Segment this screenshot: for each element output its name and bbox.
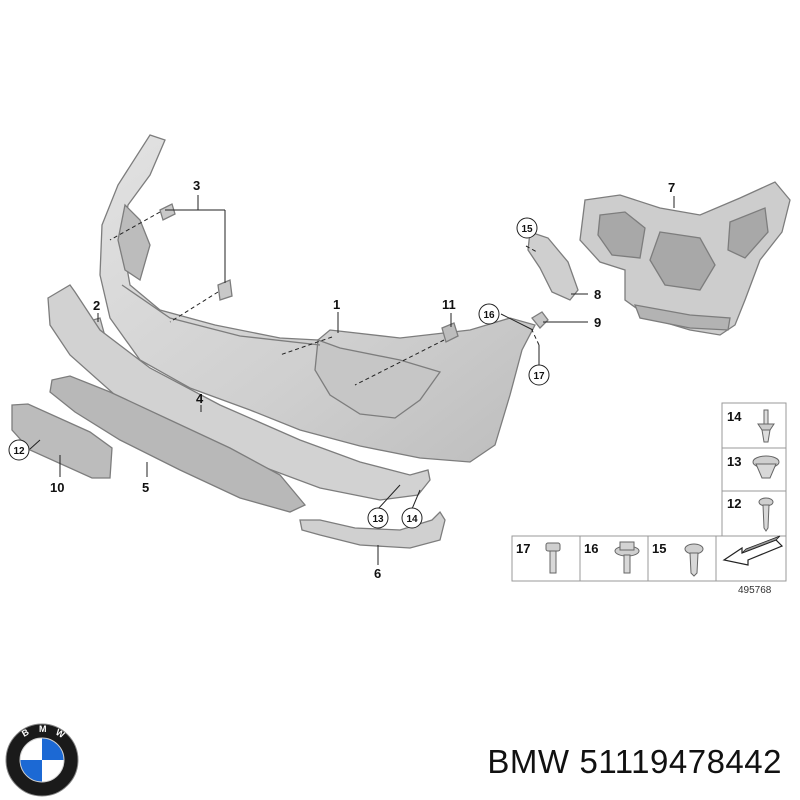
svg-text:B: B: [20, 727, 31, 739]
callout-6: 6: [374, 566, 381, 581]
callout-4: 4: [196, 391, 204, 406]
fastener-cell-13: [721, 447, 787, 492]
fastener-cell-14: [721, 402, 787, 449]
torx-screw-icon: [684, 543, 704, 577]
flange-bolt-icon: [614, 541, 640, 574]
trim-strip-part: [299, 510, 446, 549]
callout-9: 9: [594, 315, 601, 330]
fastener-cell-15: [647, 535, 717, 582]
grid-label-12: 12: [727, 496, 741, 511]
callout-2: 2: [93, 298, 100, 313]
direction-arrow-icon: [722, 535, 784, 566]
sensor-holder-part: [441, 322, 459, 343]
lower-grille-part: [49, 375, 307, 513]
callout-labels: 1 2 3 4 5 6 7 8 9 10 11 12 13 14 15 16: [8, 178, 675, 581]
pin-clip-icon: [757, 409, 775, 443]
callout-16-circled: 16: [478, 303, 500, 325]
svg-text:14: 14: [406, 514, 418, 525]
fastener-cell-16: [579, 535, 649, 582]
callout-17-circled: 17: [528, 364, 550, 386]
brand-text: BMW: [487, 743, 570, 780]
leader-lines: [29, 195, 675, 565]
license-plate-base-part: [11, 403, 113, 479]
grommet-part: [531, 311, 549, 329]
callout-1: 1: [333, 297, 340, 312]
svg-text:15: 15: [521, 224, 533, 235]
grid-label-16: 16: [584, 541, 598, 556]
grid-label-13: 13: [727, 454, 741, 469]
side-bracket-part: [527, 231, 579, 301]
fastener-cell-12: [721, 490, 787, 537]
part-number-text: 51119478442: [579, 743, 782, 780]
callout-8: 8: [594, 287, 601, 302]
grid-label-17: 17: [516, 541, 530, 556]
svg-text:16: 16: [483, 310, 495, 321]
grid-label-14: 14: [727, 409, 742, 424]
clip-parts: [159, 203, 233, 301]
grid-label-15: 15: [652, 541, 666, 556]
bumper-support-bracket-part: [579, 181, 791, 336]
callout-3: 3: [193, 178, 200, 193]
svg-text:13: 13: [372, 514, 384, 525]
drawing-number: 495768: [738, 585, 772, 596]
svg-text:17: 17: [533, 371, 545, 382]
callout-14-circled: 14: [401, 507, 423, 529]
callout-12-circled: 12: [8, 439, 30, 461]
callout-13-circled: 13: [367, 507, 389, 529]
svg-text:M: M: [39, 724, 47, 734]
callout-11: 11: [442, 297, 456, 312]
expanding-nut-icon: [752, 455, 780, 479]
bolt-icon: [545, 542, 561, 574]
bumper-cover-part: [99, 134, 536, 463]
callout-7: 7: [668, 180, 675, 195]
callout-10: 10: [50, 480, 64, 495]
svg-text:12: 12: [13, 446, 25, 457]
bmw-logo: B M W: [5, 723, 79, 797]
callout-5: 5: [142, 480, 149, 495]
screw-icon: [758, 497, 774, 532]
callout-15-circled: 15: [516, 217, 538, 239]
fastener-grid: 14 13 12 17 16 15: [511, 402, 787, 596]
